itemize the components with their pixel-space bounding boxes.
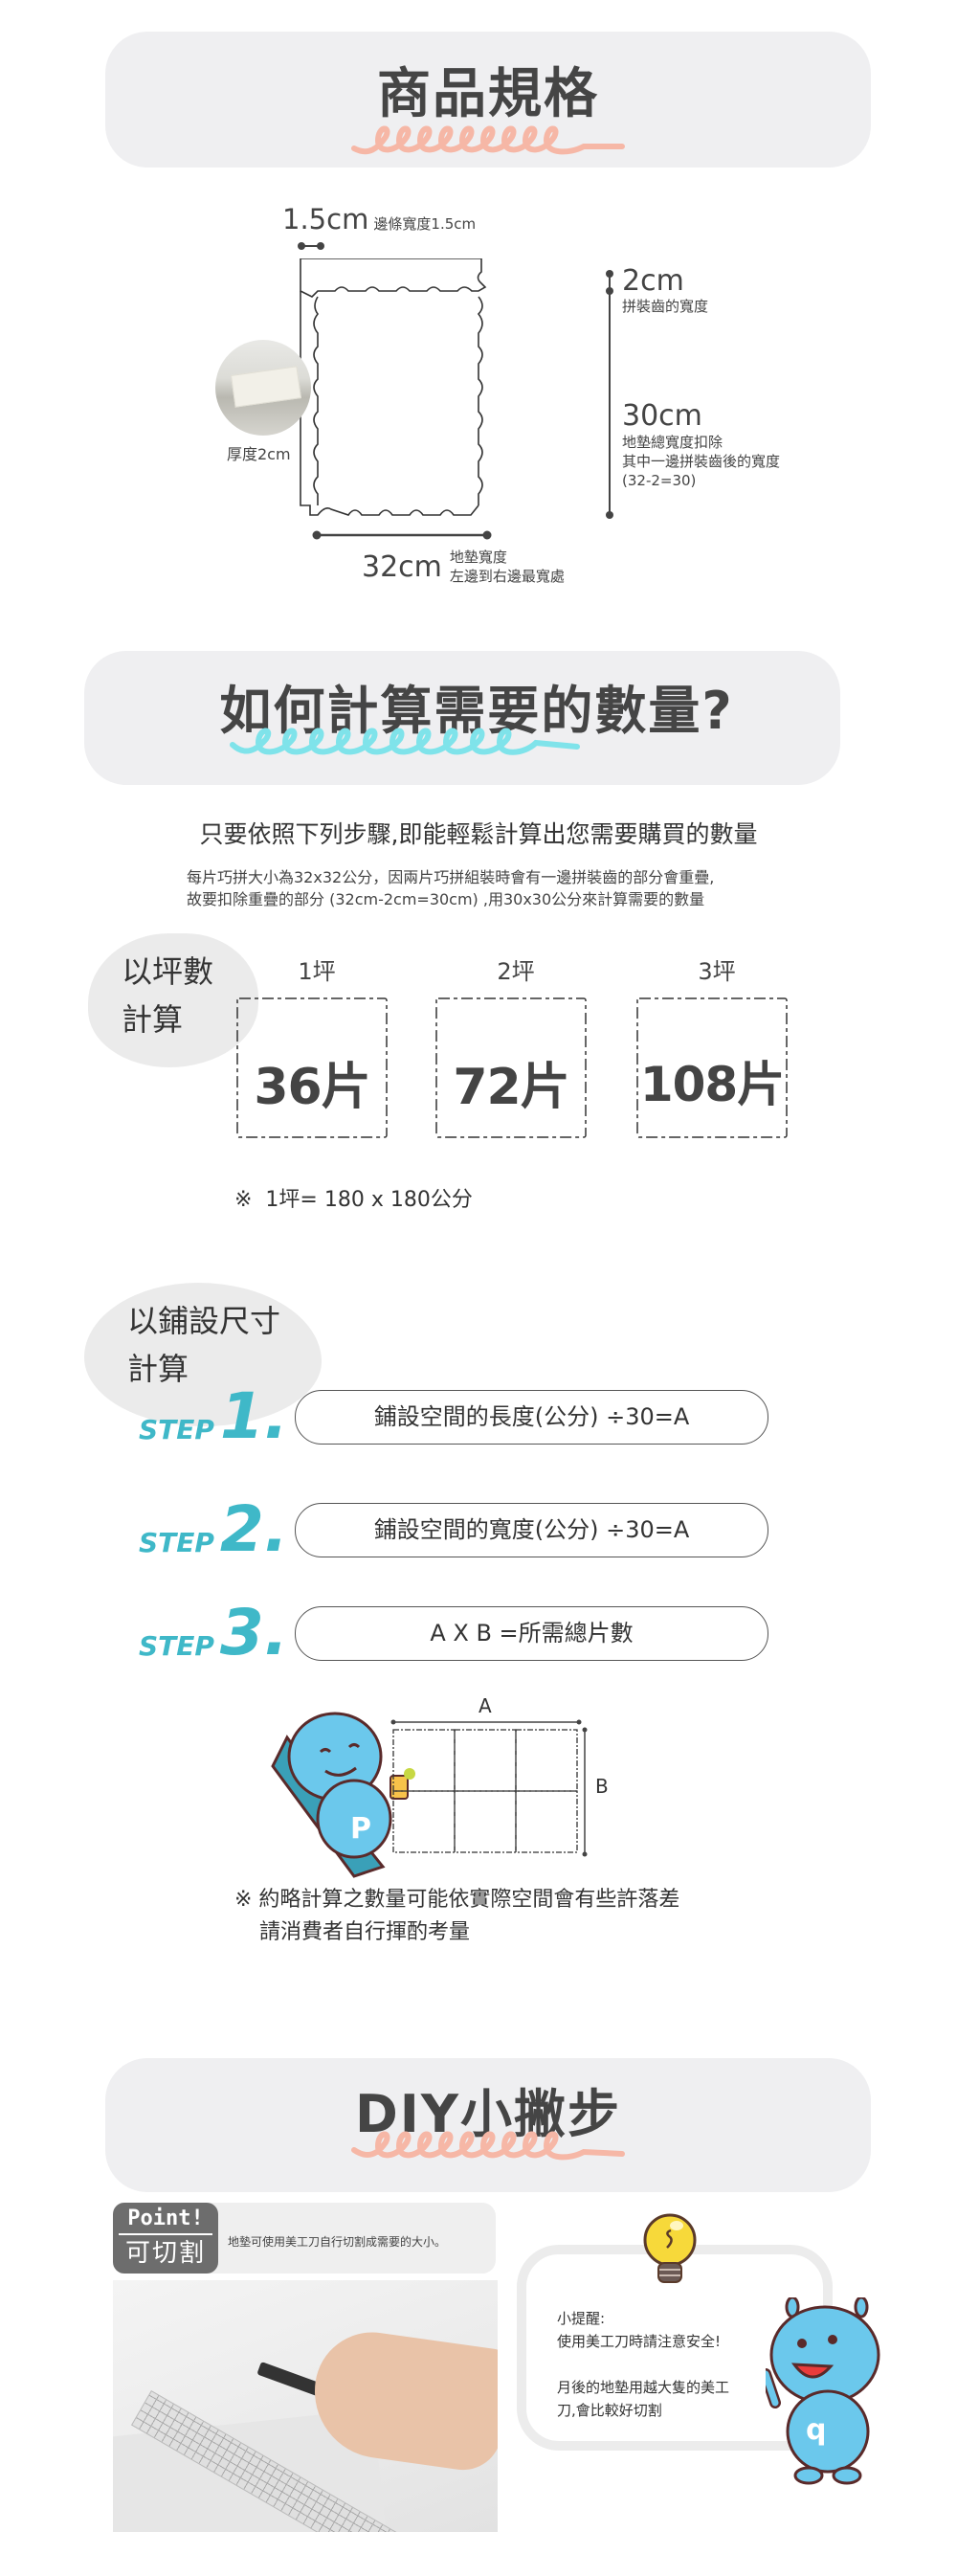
- mascot-letter: P: [350, 1812, 371, 1846]
- by-size-blob: [84, 1283, 322, 1426]
- by-ping-label-line: 以坪數: [122, 953, 214, 990]
- puzzle-tile-icon: [636, 997, 788, 1138]
- step-word: STEP: [139, 1414, 214, 1445]
- step-2-label: STEP 2.: [139, 1492, 288, 1566]
- by-size-label: 以鋪設尺寸 計算: [127, 1297, 280, 1393]
- net-width-line: (32-2=30): [622, 472, 697, 489]
- ping-tile-3: 3坪 108片: [630, 952, 794, 1158]
- calc-banner: 如何計算需要的數量?: [84, 651, 840, 785]
- calc-intro: 只要依照下列步驟,即能輕鬆計算出您需要購買的數量: [199, 820, 758, 848]
- tip-text: 小提醒: 使用美工刀時請注意安全! 月後的地墊用越大隻的美工 刀,會比較好切割: [557, 2307, 729, 2422]
- tile-count: 36片: [254, 1059, 370, 1116]
- puzzle-tile-icon: [435, 997, 587, 1138]
- squiggle-decoration-icon: [351, 125, 625, 155]
- full-width-line: 地墊寬度: [449, 549, 507, 566]
- point-badge-top: Point!: [119, 2205, 212, 2235]
- mat-outline-diagram: [300, 258, 487, 516]
- net-width-dimension: 30cm 地墊總寬度扣除 其中一邊拼裝齒後的寬度 (32-2=30): [622, 400, 780, 490]
- net-width-line: 地墊總寬度扣除: [622, 434, 723, 451]
- tip-line: 使用美工刀時請注意安全!: [557, 2333, 722, 2350]
- tile-count: 72片: [453, 1059, 569, 1116]
- squiggle-decoration-icon: [351, 2131, 625, 2161]
- diagram-label-a: A: [478, 1694, 492, 1717]
- ping-label: 1坪: [298, 958, 336, 985]
- cutting-photo: [113, 2280, 498, 2532]
- step-number: 2.: [219, 1492, 288, 1566]
- spec-banner: 商品規格: [105, 32, 871, 168]
- step-number: 3.: [219, 1596, 288, 1669]
- edge-measure-icon: [298, 242, 324, 250]
- tip-line: 刀,會比較好切割: [557, 2402, 662, 2419]
- step-number: 1.: [219, 1379, 288, 1453]
- step-3-label: STEP 3.: [139, 1596, 288, 1669]
- full-width-dimension: 32cm 地墊寬度 左邊到右邊最寬處: [362, 548, 565, 586]
- width-measure-icon: [312, 530, 492, 540]
- calc-note-line: 故要扣除重疊的部分 (32cm-2cm=30cm) ,用30x30公分來計算需要…: [187, 890, 705, 908]
- tip-line: 小提醒:: [557, 2310, 606, 2327]
- step-1-formula: 鋪設空間的長度(公分) ÷30=A: [295, 1390, 768, 1445]
- thickness-photo: [215, 340, 311, 436]
- tooth-dimension: 2cm 拼裝齒的寬度: [622, 266, 708, 316]
- lightbulb-icon: [643, 2213, 697, 2283]
- tooth-value: 2cm: [622, 264, 684, 298]
- diy-banner: DIY小撇步: [105, 2058, 871, 2192]
- mascot-waving-icon: q: [766, 2297, 880, 2485]
- net-width-value: 30cm: [622, 399, 702, 433]
- tile-count: 108片: [639, 1057, 785, 1112]
- ping-tile-1: 1坪 36片: [230, 952, 394, 1158]
- by-ping-blob: [88, 933, 258, 1067]
- diagram-label-b: B: [595, 1775, 609, 1798]
- ping-tile-2: 2坪 72片: [429, 952, 593, 1158]
- point-text: 地墊可使用美工刀自行切割成需要的大小。: [228, 2235, 447, 2249]
- edge-value: 1.5cm: [282, 203, 369, 235]
- tip-line: 月後的地墊用越大隻的美工: [557, 2379, 730, 2396]
- by-size-label-line: 計算: [127, 1351, 189, 1387]
- calc-note: 每片巧拼大小為32x32公分，因兩片巧拼組裝時會有一邊拼裝齒的部分會重疊, 故要…: [187, 866, 714, 910]
- by-ping-label-line: 計算: [122, 1001, 184, 1038]
- ab-grid-diagram: [390, 1719, 588, 1857]
- mascot-lounging-icon: P: [271, 1712, 415, 1878]
- ping-footnote: ※ 1坪= 180 x 180公分: [234, 1188, 473, 1212]
- disclaimer-line: 請消費者自行揮酌考量: [259, 1920, 471, 1944]
- ping-label: 2坪: [497, 958, 535, 985]
- net-width-line: 其中一邊拼裝齒後的寬度: [622, 453, 781, 470]
- mascot-letter: q: [806, 2413, 826, 2447]
- calc-disclaimer: ※ 約略計算之數量可能依實際空間會有些許落差 請消費者自行揮酌考量: [234, 1884, 679, 1949]
- point-badge-bottom: 可切割: [124, 2239, 206, 2268]
- thickness-label: 厚度2cm: [227, 445, 291, 463]
- step-word: STEP: [139, 1630, 214, 1662]
- step-word: STEP: [139, 1527, 214, 1558]
- full-width-line: 左邊到右邊最寬處: [449, 568, 565, 585]
- by-ping-label: 以坪數 計算: [122, 948, 213, 1043]
- puzzle-tile-icon: [236, 997, 388, 1138]
- tooth-label: 拼裝齒的寬度: [622, 298, 709, 315]
- edge-dimension: 1.5cm 邊條寬度1.5cm: [282, 203, 476, 235]
- edge-label: 邊條寬度1.5cm: [373, 215, 477, 233]
- disclaimer-line: ※ 約略計算之數量可能依實際空間會有些許落差: [234, 1888, 680, 1912]
- step-3-formula: A X B =所需總片數: [295, 1606, 768, 1661]
- step-1-label: STEP 1.: [139, 1379, 288, 1453]
- point-badge: Point! 可切割: [113, 2203, 218, 2274]
- squiggle-decoration-icon: [230, 728, 580, 755]
- step-2-formula: 鋪設空間的寬度(公分) ÷30=A: [295, 1503, 768, 1557]
- height-measure-icon: [606, 270, 613, 519]
- ping-label: 3坪: [698, 958, 736, 985]
- by-size-label-line: 以鋪設尺寸: [127, 1303, 281, 1339]
- calc-note-line: 每片巧拼大小為32x32公分，因兩片巧拼組裝時會有一邊拼裝齒的部分會重疊,: [187, 868, 715, 886]
- full-width-value: 32cm: [362, 549, 442, 584]
- tip-line: [557, 2353, 729, 2376]
- spec-title: 商品規格: [377, 63, 599, 125]
